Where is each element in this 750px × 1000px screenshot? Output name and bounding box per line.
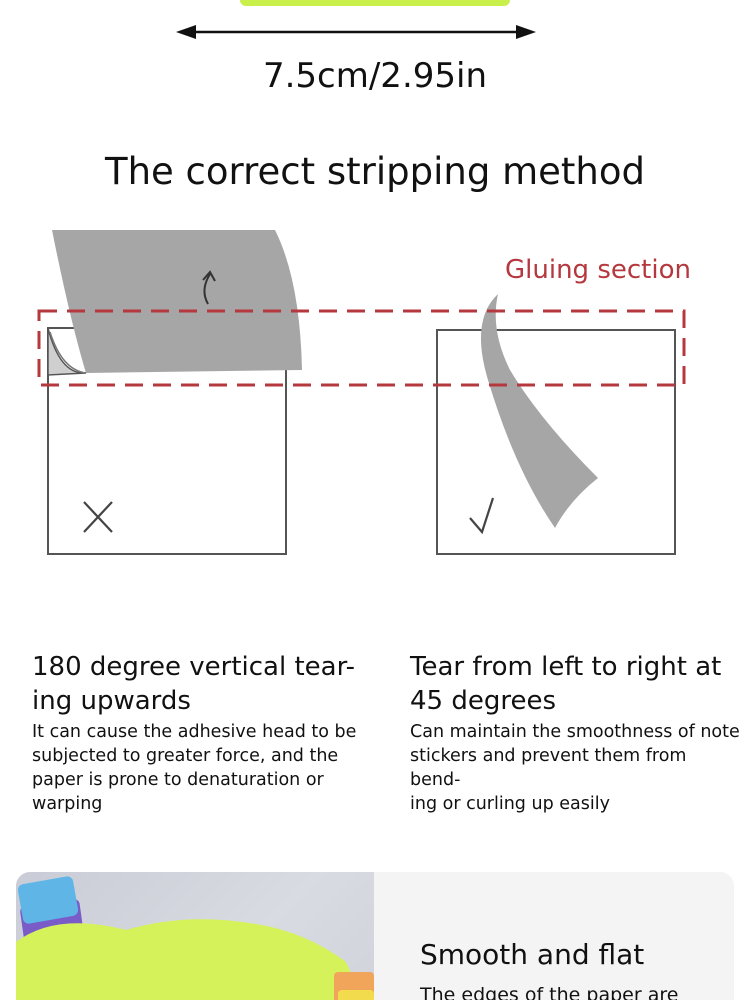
wrong-method-illustration (47, 230, 302, 555)
desc-line: stickers and prevent them from bend- (410, 746, 687, 790)
lifted-sheet-left (52, 230, 302, 373)
product-photo (16, 872, 374, 1000)
heading-line: ing upwards (32, 686, 191, 716)
feature-description: The edges of the paper are (420, 984, 679, 1000)
feature-card: Smooth and flat The edges of the paper a… (16, 872, 734, 1000)
desc-line: It can cause the adhesive head to be (32, 722, 357, 742)
correct-method-text: Tear from left to right at 45 degrees Ca… (410, 650, 740, 816)
feature-text-panel: Smooth and flat The edges of the paper a… (374, 872, 734, 1000)
desc-line: subjected to greater force, and the (32, 746, 339, 766)
correct-method-description: Can maintain the smoothness of note stic… (410, 720, 740, 816)
heading-line: 180 degree vertical tear- (32, 652, 356, 682)
heading-line: Tear from left to right at (410, 652, 722, 682)
dimension-label: 7.5cm/2.95in (262, 56, 488, 96)
stripping-diagram (37, 230, 686, 555)
correct-method-heading: Tear from left to right at 45 degrees (410, 650, 740, 718)
up-arrow-icon (203, 273, 211, 305)
desc-line: Can maintain the smoothness of note (410, 722, 740, 742)
peeled-sheet-right (480, 294, 598, 528)
gluing-section-box (37, 309, 686, 387)
desc-line: paper is prone to denaturation or (32, 770, 324, 790)
note-strip (240, 0, 510, 6)
gluing-section-label: Gluing section (505, 255, 691, 285)
desc-line: ing or curling up easily (410, 794, 610, 814)
heading-line: 45 degrees (410, 686, 557, 716)
desc-line: warping (32, 794, 103, 814)
check-icon (469, 497, 495, 535)
dimension-arrow (176, 25, 536, 39)
wrong-method-text: 180 degree vertical tear- ing upwards It… (32, 650, 377, 816)
wrong-method-heading: 180 degree vertical tear- ing upwards (32, 650, 377, 718)
correct-method-illustration (436, 294, 676, 555)
section-title: The correct stripping method (104, 150, 645, 193)
wrong-method-description: It can cause the adhesive head to be sub… (32, 720, 377, 816)
feature-title: Smooth and flat (420, 938, 645, 971)
